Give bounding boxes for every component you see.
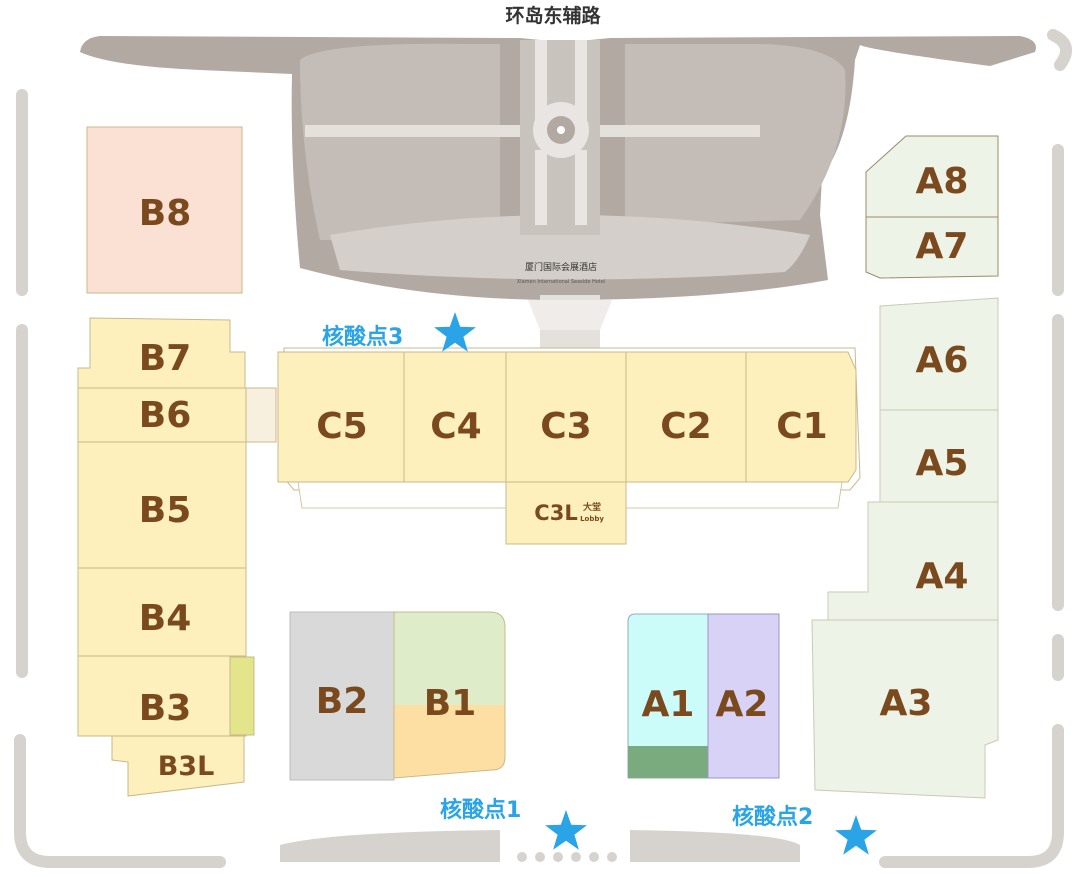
hall-a3-label: A3 [880, 683, 933, 724]
hotel-name-cn: 厦门国际会展酒店 [525, 261, 597, 273]
c3l-lobby-en: Lobby [580, 515, 604, 523]
c3l-lobby-cn: 大堂 [583, 501, 601, 513]
perimeter-roads [14, 29, 1073, 868]
hall-a3[interactable] [811, 619, 999, 799]
test-point-2-label: 核酸点2 [732, 804, 813, 830]
hall-c3l[interactable] [505, 481, 627, 545]
north-plaza [80, 36, 1036, 350]
hall-b3-annex [229, 656, 255, 736]
hall-b6-label: B6 [139, 395, 192, 436]
hall-b3l[interactable] [111, 735, 245, 797]
hall-b3l-label: B3L [158, 751, 215, 782]
hall-b1-top[interactable] [394, 612, 505, 705]
bottom-road-left [280, 830, 500, 862]
hall-c3l-label: C3L [534, 501, 577, 525]
hall-b1-label: B1 [424, 683, 477, 724]
hall-c4[interactable] [403, 351, 507, 483]
hall-b3-label: B3 [139, 688, 192, 729]
hall-a6-label: A6 [916, 340, 969, 381]
hall-c1[interactable] [745, 351, 857, 483]
hall-a5[interactable] [879, 409, 999, 503]
star-icon[interactable] [545, 810, 587, 850]
hall-b1-outline [393, 611, 506, 779]
hall-b4-label: B4 [139, 598, 192, 639]
hall-c2[interactable] [625, 351, 747, 483]
hall-b4[interactable] [77, 567, 247, 657]
hall-c5-label: C5 [316, 406, 367, 447]
hall-b8-label: B8 [139, 193, 192, 234]
road-name: 环岛东辅路 [505, 4, 601, 27]
hall-a5-label: A5 [916, 443, 969, 484]
test-point-3-label: 核酸点3 [322, 324, 403, 350]
hall-a1-label: A1 [642, 684, 695, 725]
hall-a4[interactable] [827, 501, 999, 621]
hall-c4-label: C4 [430, 406, 481, 447]
b6-connector [245, 387, 277, 443]
hall-c3-label: C3 [540, 406, 591, 447]
hall-b7-label: B7 [139, 338, 192, 379]
hall-b5[interactable] [77, 441, 247, 569]
test-point-1-label: 核酸点1 [440, 797, 521, 823]
hall-c5[interactable] [277, 351, 405, 483]
hall-c1-label: C1 [776, 406, 827, 447]
hall-b5-label: B5 [139, 490, 192, 531]
hall-a1-strip [628, 746, 708, 778]
bottom-road-right [630, 830, 800, 862]
hall-a7-label: A7 [916, 226, 969, 267]
hall-c3[interactable] [505, 351, 627, 483]
hall-a8-label: A8 [916, 161, 969, 202]
hall-b2[interactable] [289, 611, 395, 781]
hall-c2-label: C2 [660, 406, 711, 447]
hall-a4-label: A4 [916, 556, 969, 597]
hall-b1-bottom[interactable] [394, 705, 505, 778]
hall-b2-label: B2 [316, 681, 369, 722]
hall-b6[interactable] [77, 387, 247, 443]
bottom-dots [517, 852, 617, 862]
hall-b3[interactable] [77, 655, 247, 737]
hall-a7[interactable] [865, 216, 999, 279]
hall-b8[interactable] [86, 126, 243, 294]
star-icon[interactable] [434, 312, 476, 352]
star-icon[interactable] [835, 815, 877, 855]
hall-a2-label: A2 [716, 684, 769, 725]
hotel-name-en: Xiamen International Seaside Hotel [517, 279, 605, 285]
hall-a2[interactable] [707, 613, 780, 779]
